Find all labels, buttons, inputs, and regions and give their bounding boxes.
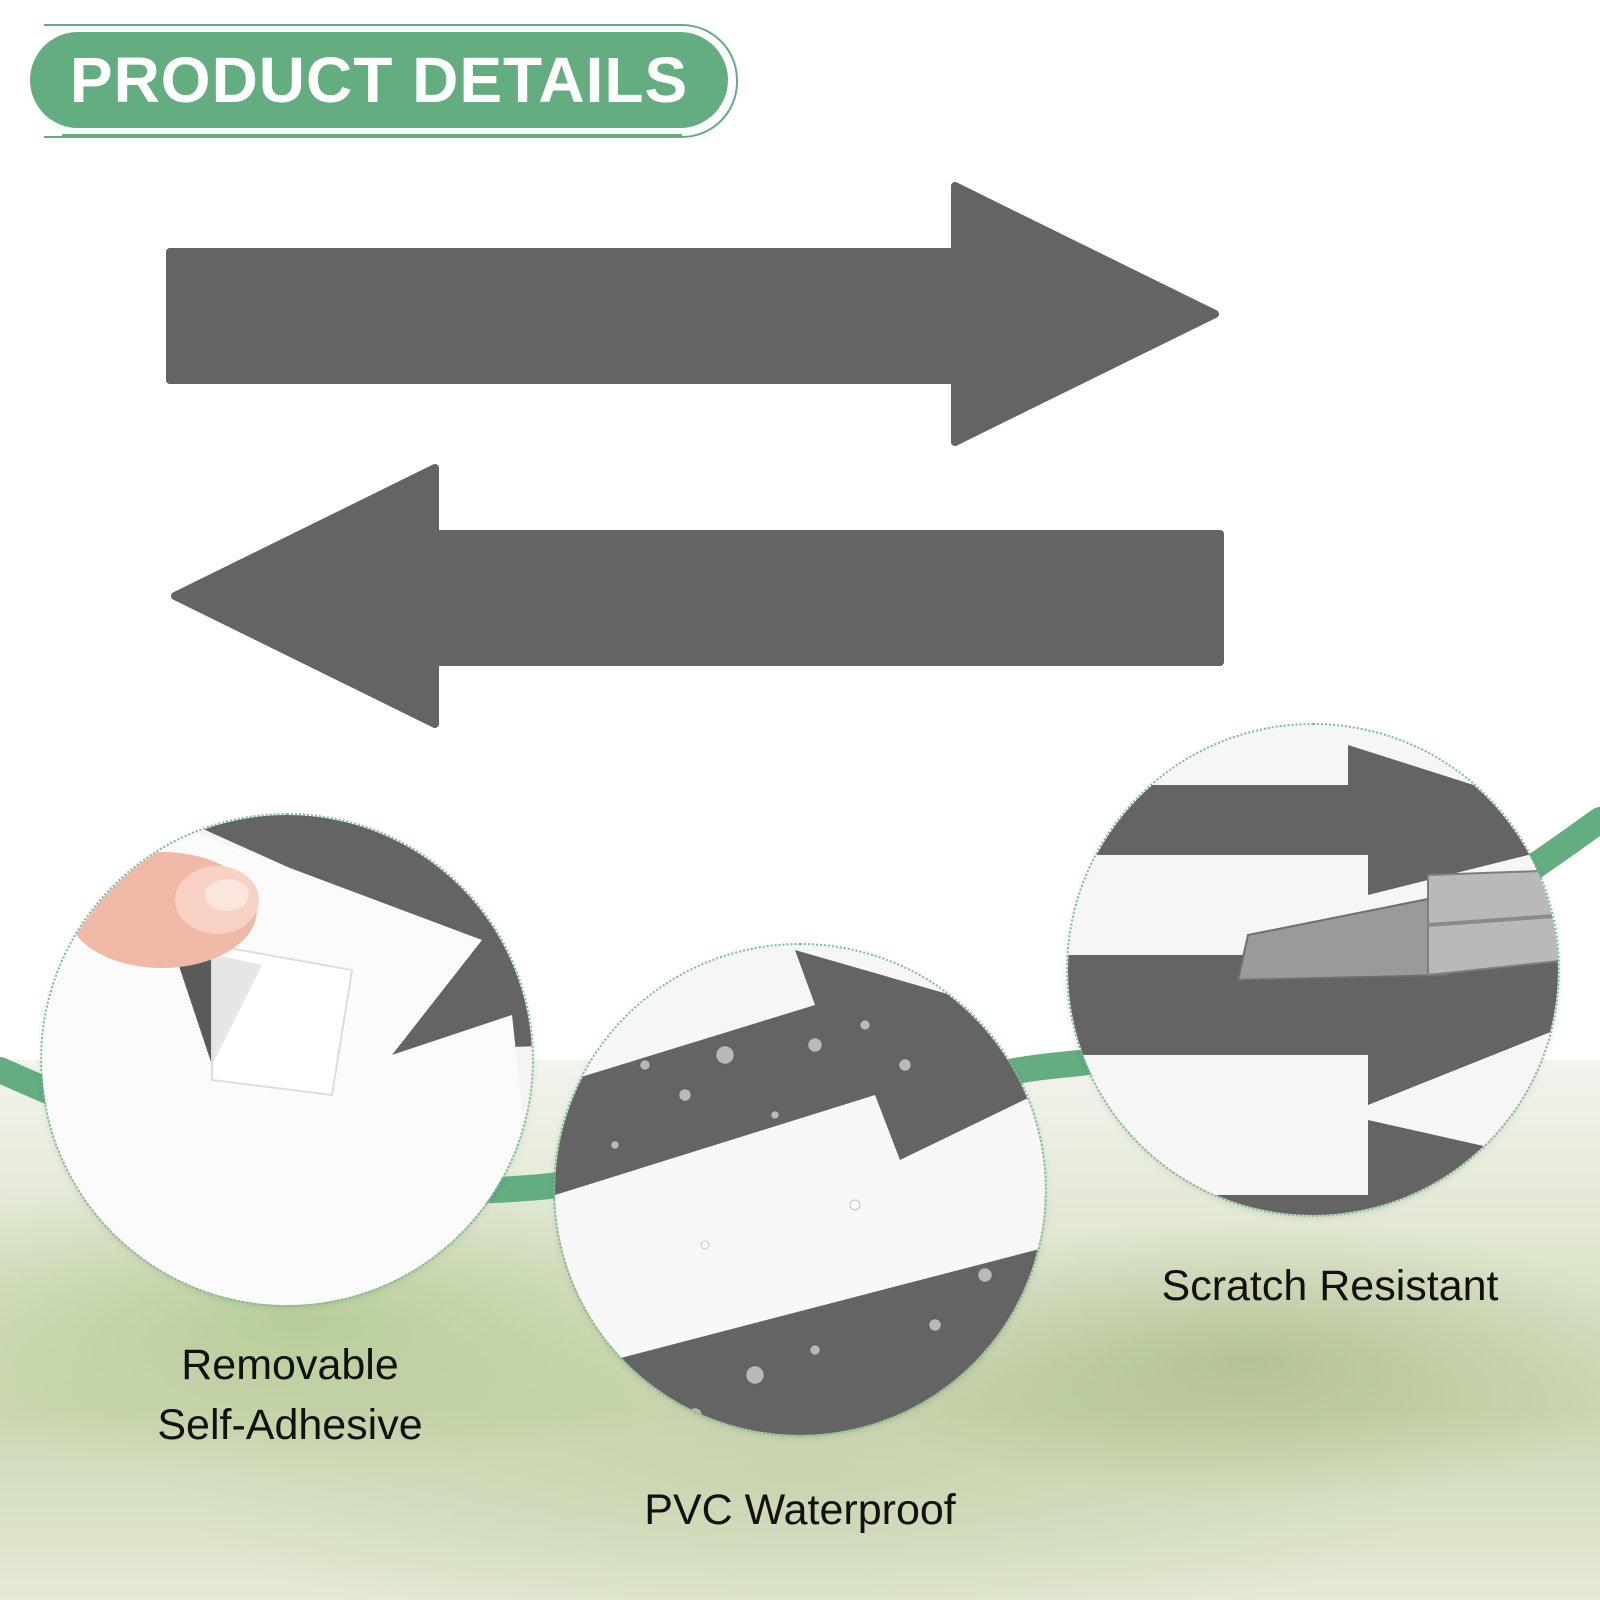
feature-caption-adhesive: Removable Self-Adhesive <box>90 1335 490 1455</box>
feature-caption-scratch: Scratch Resistant <box>1161 1262 1499 1310</box>
feature-caption-line: Self-Adhesive <box>157 1401 423 1449</box>
header-badge: PRODUCT DETAILS <box>30 32 728 128</box>
page-title: PRODUCT DETAILS <box>69 44 689 116</box>
arrow-right-icon <box>166 182 1219 446</box>
arrow-left-icon <box>171 464 1224 728</box>
feature-caption-line: Removable <box>181 1341 399 1389</box>
header-badge-outline <box>44 24 738 138</box>
header-underline <box>62 134 682 136</box>
utility-knife-icon <box>1236 869 1558 982</box>
water-drops-icon <box>610 1019 993 1423</box>
arrow-stickers <box>166 182 1224 728</box>
feature-circle-scratch <box>1068 725 1558 1215</box>
feature-caption-waterproof: PVC Waterproof <box>644 1486 956 1534</box>
feature-circle-adhesive <box>42 815 532 1305</box>
feature-circle-waterproof <box>555 945 1045 1435</box>
